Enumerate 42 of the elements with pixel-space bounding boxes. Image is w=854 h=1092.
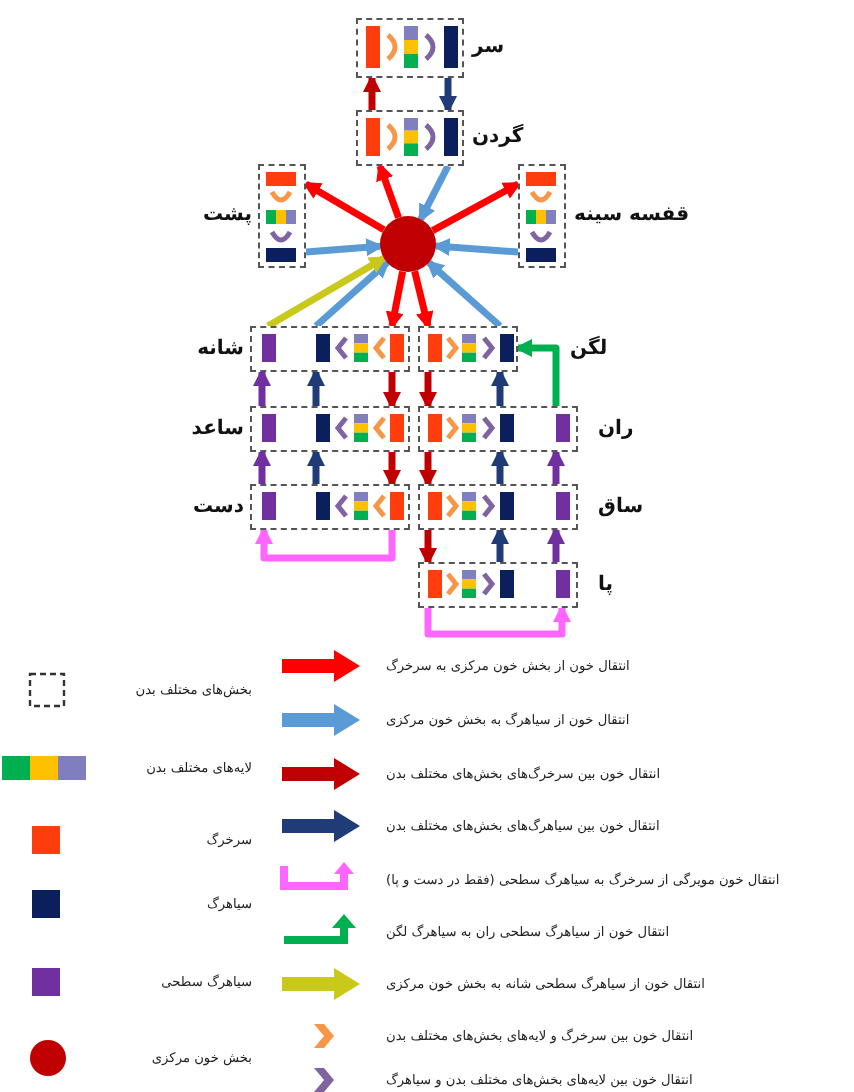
part-label: لگن <box>570 337 608 361</box>
arrow <box>514 339 560 406</box>
part-label: ساعد <box>191 417 244 441</box>
arrow <box>419 372 437 410</box>
arrow <box>266 255 388 329</box>
part-label: سر <box>472 36 505 60</box>
arrow <box>307 448 325 484</box>
central-blood-circle <box>380 216 436 272</box>
arrow <box>491 368 509 406</box>
arrow <box>383 372 401 410</box>
arrow <box>376 162 402 219</box>
arrow <box>385 270 407 330</box>
arrow <box>424 604 571 638</box>
arrow <box>411 270 434 330</box>
arrow <box>305 238 385 257</box>
part-label: پشت <box>202 204 252 228</box>
arrow <box>547 526 565 562</box>
arrow <box>417 164 452 223</box>
arrow <box>419 452 437 488</box>
arrow <box>430 180 522 234</box>
arrow <box>253 448 271 484</box>
arrow <box>431 238 519 256</box>
arrow <box>491 448 509 484</box>
arrow <box>313 259 391 329</box>
part-label: ساق <box>598 495 644 519</box>
part-label: شانه <box>197 337 244 361</box>
part-label: دست <box>192 495 244 519</box>
arrow <box>439 78 457 114</box>
arrow <box>253 368 271 406</box>
part-label: گردن <box>472 126 524 150</box>
arrow <box>302 181 386 233</box>
arrow <box>425 259 503 329</box>
arrow <box>383 452 401 488</box>
part-label: ران <box>598 417 634 441</box>
part-label: قفسه سینه <box>574 204 690 228</box>
arrow <box>547 448 565 484</box>
arrow <box>307 368 325 406</box>
part-label: پا <box>598 573 614 597</box>
arrow <box>363 74 381 110</box>
arrow <box>255 526 396 562</box>
arrow <box>419 530 437 566</box>
arrow <box>491 526 509 562</box>
